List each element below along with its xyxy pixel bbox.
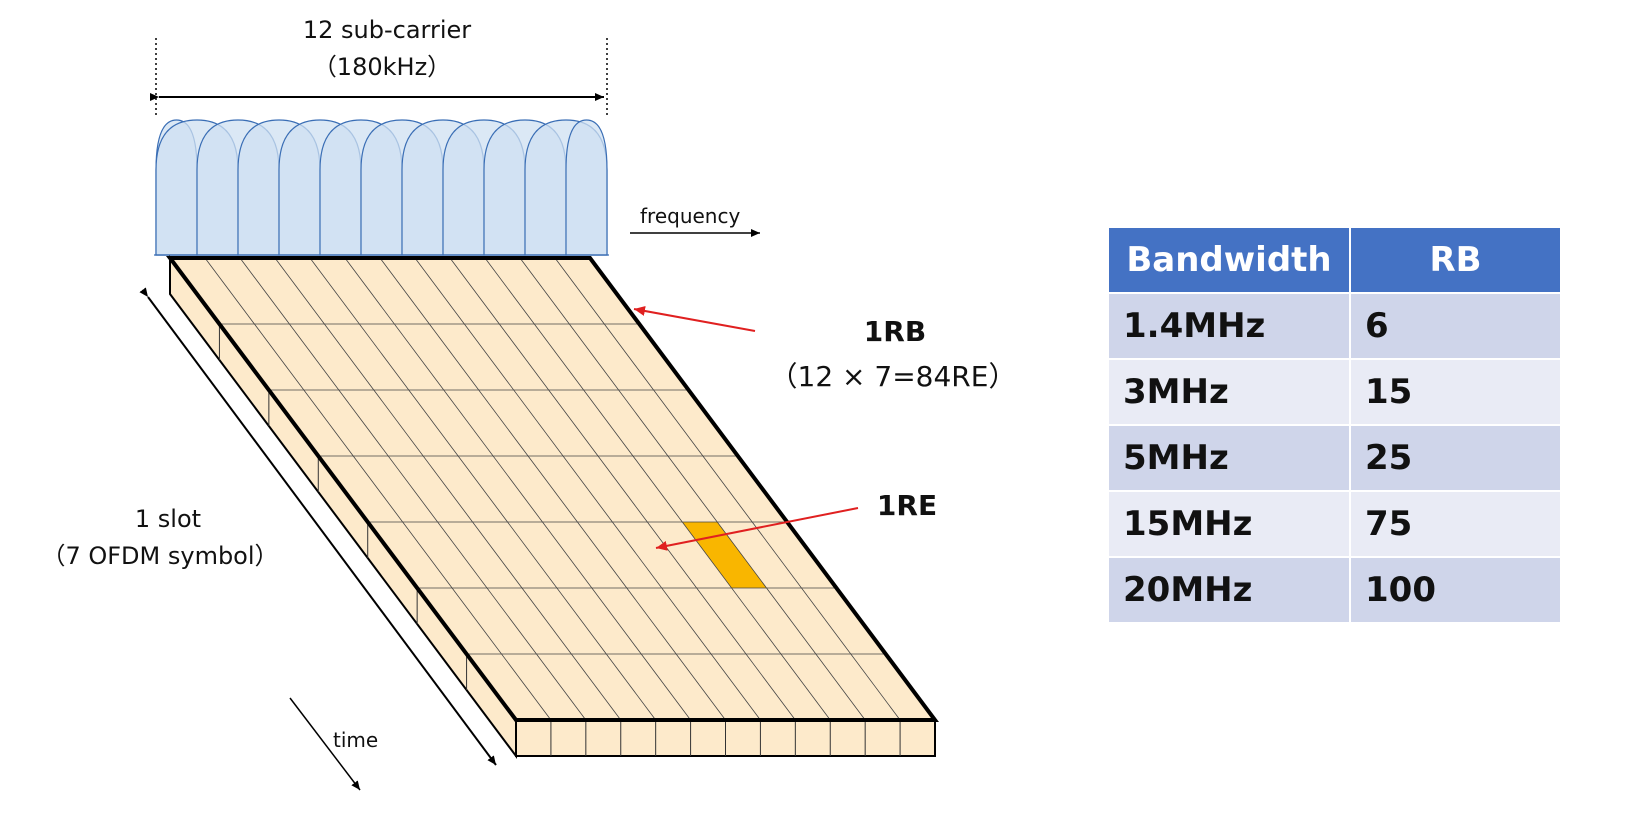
rb-cell: 15 [1349,358,1562,426]
table-row: 20MHz 100 [1107,556,1562,624]
re-pointer-arrow [655,507,859,551]
table-row: 5MHz 25 [1107,424,1562,492]
subcarrier-wave [565,119,608,256]
rb-cell: 75 [1349,490,1562,558]
subcarrier-bw-label: （180kHz） [313,53,451,81]
resource-block [166,254,939,760]
subcarrier-gridline [519,257,866,721]
rb-label: 1RB [864,315,926,348]
bandwidth-cell: 5MHz [1107,424,1351,492]
table-row: 3MHz 15 [1107,358,1562,426]
bandwidth-rb-table: Bandwidth RB 1.4MHz 6 3MHz 15 5MHz 25 15… [1107,226,1562,624]
slot-symbols-label: （7 OFDM symbol） [41,542,278,570]
subcarrier-spectrum [154,119,609,256]
table-header-row: Bandwidth RB [1107,226,1562,294]
subcarrier-label: 12 sub-carrier [303,16,471,44]
rb-cell: 100 [1349,556,1562,624]
re-label: 1RE [877,489,937,522]
table-row: 1.4MHz 6 [1107,292,1562,360]
table-row: 15MHz 75 [1107,490,1562,558]
frequency-label: frequency [640,204,740,228]
time-label: time [333,728,378,752]
rb-cell: 6 [1349,292,1562,360]
rb-header: RB [1349,226,1562,294]
bandwidth-cell: 1.4MHz [1107,292,1351,360]
slot-length-arrow [139,287,497,766]
rb-pointer-arrow [633,306,756,332]
resource-grid-diagram: 12 sub-carrier （180kHz） frequency time 1… [41,16,1017,791]
bandwidth-cell: 15MHz [1107,490,1351,558]
rb-cell: 25 [1349,424,1562,492]
rb-detail-label: （12 × 7=84RE） [770,360,1017,393]
bandwidth-cell: 3MHz [1107,358,1351,426]
slot-label: 1 slot [135,505,201,533]
bandwidth-cell: 20MHz [1107,556,1351,624]
subcarrier-gridline [554,257,901,721]
bandwidth-header: Bandwidth [1107,226,1351,294]
subcarrier-gridline [484,257,831,721]
subcarrier-gridline [449,257,796,721]
